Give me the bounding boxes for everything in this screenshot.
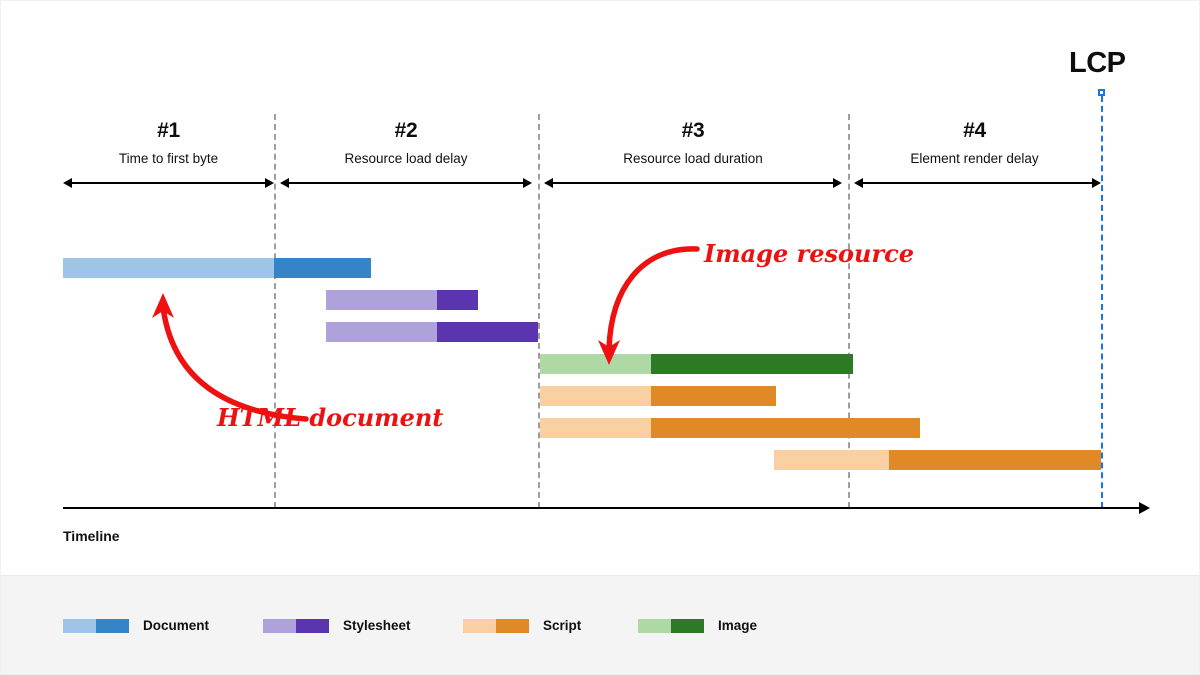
legend-band [1, 575, 1199, 674]
legend-label: Document [143, 618, 210, 634]
phase-span-arrow-2 [280, 176, 532, 190]
arrow-head-left-icon [854, 177, 863, 188]
legend-label: Image [718, 618, 758, 634]
swatch-light [263, 619, 296, 633]
legend-item-document: Document [63, 619, 209, 633]
waterfall-bar-script-2 [540, 418, 920, 438]
legend-swatch-image-icon [638, 619, 704, 633]
phase-separator-3 [848, 114, 850, 508]
waterfall-bar-document [63, 258, 371, 278]
bar-segment-download [651, 418, 920, 438]
bar-segment-download [437, 290, 478, 310]
arrow-shaft [860, 182, 1095, 184]
lcp-label: LCP [1069, 47, 1126, 79]
image-resource-annotation-arrow [598, 246, 700, 365]
bar-segment-wait [326, 322, 437, 342]
bar-segment-wait [63, 258, 274, 278]
legend-swatch-stylesheet-icon [263, 619, 329, 633]
bar-segment-download [651, 354, 853, 374]
bar-segment-wait [326, 290, 437, 310]
legend-label: Stylesheet [343, 618, 411, 634]
phase-header-1: #1 Time to first byte [63, 120, 274, 166]
waterfall-bar-stylesheet-2 [326, 322, 538, 342]
phase-span-arrow-1 [63, 176, 274, 190]
waterfall-bar-script-1 [540, 386, 776, 406]
arrow-head-right-icon [523, 177, 532, 188]
bar-segment-wait [540, 354, 651, 374]
swatch-dark [671, 619, 704, 633]
arrow-shaft [550, 182, 836, 184]
image-resource-annotation-label: Image resource [704, 239, 914, 268]
phase-separator-2 [538, 114, 540, 508]
phase-number: #1 [157, 119, 180, 142]
phase-number: #3 [681, 119, 705, 142]
html-document-annotation-label: HTML document [217, 403, 444, 432]
timeline-axis-arrow-icon [1139, 502, 1150, 514]
legend-item-script: Script [463, 619, 581, 633]
arrow-head-right-icon [1092, 177, 1101, 188]
legend-swatch-document-icon [63, 619, 129, 633]
phase-separator-1 [274, 114, 276, 508]
phase-label: Element render delay [910, 151, 1039, 166]
arrow-shaft [69, 182, 268, 184]
phase-span-arrow-3 [544, 176, 842, 190]
swatch-light [463, 619, 496, 633]
legend-swatch-script-icon [463, 619, 529, 633]
swatch-dark [296, 619, 329, 633]
lcp-dashed-line [1101, 96, 1103, 508]
legend-label: Script [543, 618, 582, 634]
phase-header-4: #4 Element render delay [848, 120, 1101, 166]
phase-span-arrow-4 [854, 176, 1101, 190]
swatch-light [638, 619, 671, 633]
phase-number: #4 [963, 119, 986, 142]
bar-segment-download [651, 386, 776, 406]
timeline-axis-label: Timeline [63, 528, 120, 544]
arrow-head-left-icon [63, 177, 72, 188]
phase-number: #2 [394, 119, 418, 142]
bar-segment-wait [774, 450, 889, 470]
arrow-head-left-icon [280, 177, 289, 188]
bar-segment-download [274, 258, 371, 278]
bar-segment-wait [540, 386, 651, 406]
arrow-head-left-icon [544, 177, 553, 188]
phase-label: Time to first byte [118, 151, 219, 166]
bar-segment-download [889, 450, 1101, 470]
arrow-head-right-icon [833, 177, 842, 188]
phase-header-2: #2 Resource load delay [274, 120, 538, 166]
legend-item-image: Image [638, 619, 757, 633]
swatch-dark [496, 619, 529, 633]
bar-segment-wait [540, 418, 651, 438]
waterfall-bar-image [540, 354, 853, 374]
html-document-annotation-arrow [152, 293, 309, 422]
timeline-axis-line [63, 507, 1141, 509]
bar-segment-download [437, 322, 538, 342]
phase-label: Resource load delay [344, 151, 468, 166]
legend-item-stylesheet: Stylesheet [263, 619, 411, 633]
waterfall-bar-stylesheet-1 [326, 290, 478, 310]
lcp-marker-cap [1098, 89, 1105, 96]
waterfall-bar-script-3 [774, 450, 1101, 470]
phase-header-3: #3 Resource load duration [538, 120, 848, 166]
swatch-light [63, 619, 96, 633]
swatch-dark [96, 619, 129, 633]
phase-label: Resource load duration [623, 151, 763, 166]
arrow-shaft [286, 182, 526, 184]
arrow-head-right-icon [265, 177, 274, 188]
